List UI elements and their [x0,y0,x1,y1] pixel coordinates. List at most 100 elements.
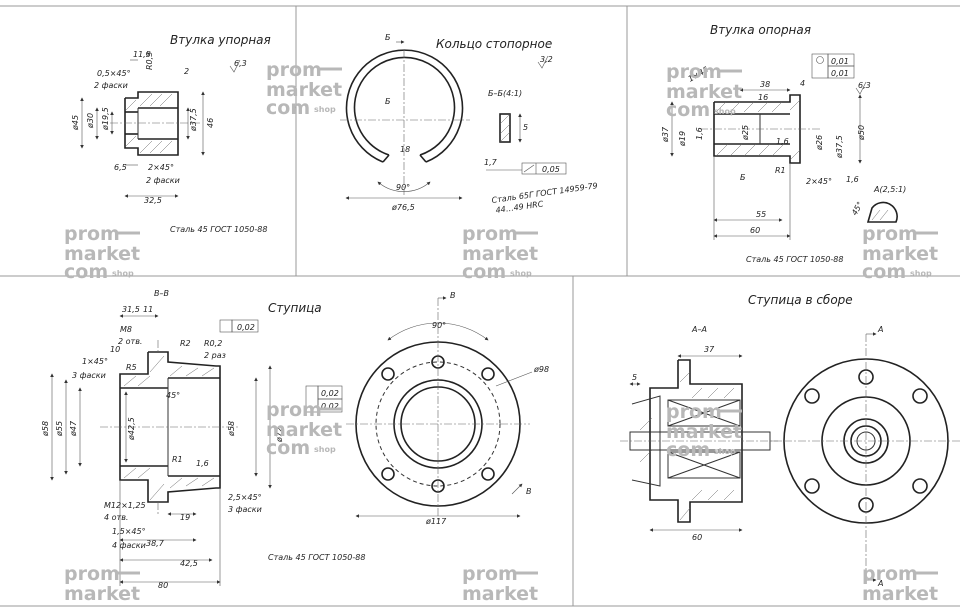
watermark-text: market [266,419,342,441]
bushing-dimensions: 11,5 R0,5 0,5×45° 2 фаски 2 ø45 ø30 ø19,… [71,50,215,205]
dim-label: 1,7 [484,158,498,167]
watermark-text: shop [910,269,932,278]
hub-section [100,340,240,514]
dim-label: 38 [760,80,770,89]
panel-title: Ступица в сборе [748,293,853,307]
dim-label: M12×1,25 [104,501,146,510]
watermark-logo: prom market [462,563,538,605]
watermark-text: shop [714,447,736,456]
watermark-text: market [666,421,742,443]
dim-label: 90° [432,321,446,330]
dim-label: ø19,5 [101,107,110,131]
flatness-icon [523,164,535,173]
dim-label: 2 фаски [94,81,128,90]
dim-label: 0,05 [542,165,560,174]
dim-label: ø50 [857,125,866,141]
dim-label: 42,5 [180,559,198,568]
watermark-text: market [462,583,538,605]
section-title: В–В [154,289,169,298]
section-mark: Б [385,97,391,106]
watermark-text: shop [112,269,134,278]
dim-label: 0,01 [831,69,849,78]
dim-label: 2×45° [148,163,174,172]
section-mark: А [877,579,883,588]
dim-label: 10 [110,345,120,354]
watermark-text: com [462,261,506,283]
dim-label: 60 [750,226,760,235]
dim-label: 19 [180,513,190,522]
dim-label: 0,02 [321,402,339,411]
bolt-hole [912,388,928,404]
dim-label: ø26 [815,135,824,151]
detail-a: А(2,5:1) 45° [850,185,906,223]
dim-label: 18 [400,145,410,154]
dim-label: 60 [692,533,702,542]
dim-label: R0,5 [145,52,154,70]
dim-label: 16 [758,93,768,102]
dim-label: 1,6 [846,175,859,184]
watermark-text: prom [266,399,322,421]
dim-label: 90° [396,183,410,192]
assembly-section: 60 [620,359,780,542]
dim-label: R5 [126,363,137,372]
watermark-text: prom [862,563,918,585]
dim-label: 1,5×45° [112,527,146,536]
dim-label: ø30 [86,113,95,129]
panel-hub: В–В Ступица 0,02 0,02 0,02 [41,289,549,590]
section-title: Б–Б(4:1) [488,89,522,98]
tolerance-frame: 0,02 0,02 0,02 [219,319,343,413]
dim-label: 45° [850,200,865,217]
dim-label: 4 [800,79,805,88]
dim-label: 1,6 [196,459,209,468]
bushing-section [110,91,200,156]
dim-label: 2 отв. [118,337,142,346]
bolt-hole [481,467,495,481]
roughness-icon [229,59,241,73]
dim-label: M8 [120,325,132,334]
dim-label: 4 фаски [112,541,146,550]
dim-label: 31,5 [122,305,140,314]
dim-label: 0,5×45° [97,69,131,78]
bolt-hole [804,478,820,494]
roughness-icon [855,81,867,95]
watermark-logo: prom market [64,563,140,605]
watermark-text: market [462,243,538,265]
section-mark: В [526,487,532,496]
watermark-text: market [862,583,938,605]
dim-label: 46 [206,118,215,128]
dim-label: ø19 [678,131,687,147]
bolt-hole [381,467,395,481]
section-title: А–А [691,325,707,334]
dim-label: 0,02 [237,323,255,332]
watermark-text: market [64,583,140,605]
panel-retaining-ring: Кольцо стопорное 3,2 Б Б 18 90° ø76,5 Б–… [340,33,598,215]
bolt-hole [804,388,820,404]
dim-label: 2 фаски [146,176,180,185]
dim-label: 1,6 [695,127,704,140]
dim-label: 32,5 [144,196,162,205]
roughness-mark: 6,3 [234,59,247,68]
dim-label: ø76,5 [391,203,415,212]
watermark-text: com [666,99,710,121]
panel-title: Втулка упорная [170,33,271,47]
material-note: Сталь 65Г ГОСТ 14959-79 [491,181,598,205]
watermark-text: prom [862,223,918,245]
watermark-logo: prom market [862,563,938,605]
dim-label: ø47 [69,420,78,437]
watermark-text: prom [266,59,322,81]
material-note: Сталь 45 ГОСТ 1050-88 [746,255,843,264]
dim-label: 0,01 [831,57,849,66]
support-bushing-section [700,94,820,164]
section-mark: В [450,291,456,300]
dim-label: ø45 [71,115,80,131]
dim-label: 1×45° [82,357,108,366]
assembly-front-view: А А [770,325,960,588]
watermark-text: prom [64,563,120,585]
watermark-text: shop [314,445,336,454]
panel-title: Ступица [268,301,322,315]
watermark-text: prom [462,563,518,585]
ring-view: Б Б 18 90° ø76,5 [340,33,470,212]
dim-label: ø98 [533,365,549,374]
section-mark: Б [385,33,391,42]
